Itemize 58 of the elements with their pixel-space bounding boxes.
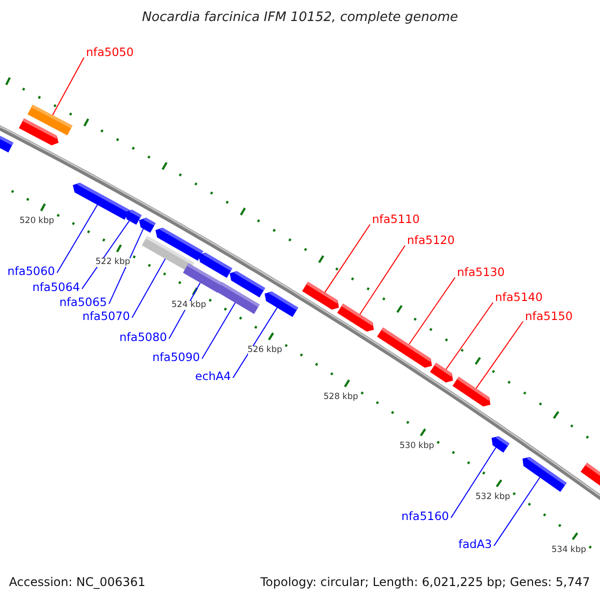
gene-segment bbox=[430, 362, 453, 382]
gene-segment bbox=[302, 282, 339, 310]
leader-line bbox=[108, 228, 144, 304]
gene-segment bbox=[0, 136, 14, 152]
leader-line bbox=[56, 204, 98, 274]
gene-segment bbox=[337, 304, 374, 332]
scale-label: 520 kbp bbox=[20, 217, 54, 226]
leader-line bbox=[168, 282, 201, 340]
gene-bar bbox=[182, 263, 224, 293]
leader-line bbox=[202, 302, 236, 360]
gene-segment bbox=[580, 462, 600, 486]
gene-label: nfa5140 bbox=[495, 292, 543, 304]
leader-line bbox=[324, 224, 370, 293]
leader-line bbox=[132, 258, 166, 318]
gene-bar bbox=[216, 282, 260, 314]
gene-segment bbox=[522, 457, 567, 492]
leader-line bbox=[359, 245, 406, 315]
gene-label: echA4 bbox=[195, 371, 231, 382]
gene-segment bbox=[72, 182, 130, 220]
gene-label: nfa5090 bbox=[152, 352, 200, 364]
leader-line bbox=[450, 447, 496, 518]
scale-label: 534 kbp bbox=[552, 546, 586, 555]
leader-line bbox=[494, 477, 540, 546]
scale-label: 522 kbp bbox=[96, 258, 130, 267]
gene-label: nfa5120 bbox=[407, 235, 455, 246]
gene-segment bbox=[377, 327, 432, 368]
scale-label: 524 kbp bbox=[172, 301, 206, 310]
accession-text: Accession: NC_006361 bbox=[9, 576, 146, 588]
gene-segment bbox=[18, 118, 59, 146]
gene-label: nfa5050 bbox=[86, 47, 134, 58]
gene-label: nfa5130 bbox=[457, 267, 505, 278]
leader-line bbox=[82, 220, 130, 290]
leader-line bbox=[476, 321, 524, 389]
gene-bar bbox=[142, 236, 194, 272]
gene-label: fadA3 bbox=[458, 539, 492, 550]
gene-label: nfa5110 bbox=[372, 214, 420, 226]
leader-line bbox=[52, 57, 84, 116]
leader-line bbox=[232, 307, 278, 378]
scale-label: 532 kbp bbox=[476, 493, 510, 502]
gene-label: nfa5065 bbox=[59, 297, 107, 308]
scale-label: 530 kbp bbox=[400, 442, 434, 451]
gene-label: nfa5150 bbox=[525, 311, 573, 322]
gene-segment bbox=[492, 436, 510, 453]
gene-label: nfa5160 bbox=[401, 511, 449, 522]
gene-segment bbox=[264, 292, 298, 318]
gene-label: nfa5080 bbox=[119, 332, 167, 344]
title: Nocardia farcinica IFM 10152, complete genome bbox=[140, 11, 460, 24]
gene-label: nfa5064 bbox=[32, 282, 80, 294]
genome-info-text: Topology: circular; Length: 6,021,225 bp; Genes: 5,747 bbox=[260, 576, 590, 588]
leader-line bbox=[446, 302, 494, 370]
gene-segment bbox=[125, 210, 142, 225]
gene-segment bbox=[452, 376, 490, 406]
leader-line bbox=[408, 277, 456, 345]
gene-label: nfa5060 bbox=[7, 266, 55, 278]
scale-label: 528 kbp bbox=[324, 393, 358, 402]
gene-segment bbox=[139, 218, 156, 233]
gene-label: nfa5070 bbox=[82, 311, 130, 322]
scale-label: 526 kbp bbox=[248, 346, 282, 355]
